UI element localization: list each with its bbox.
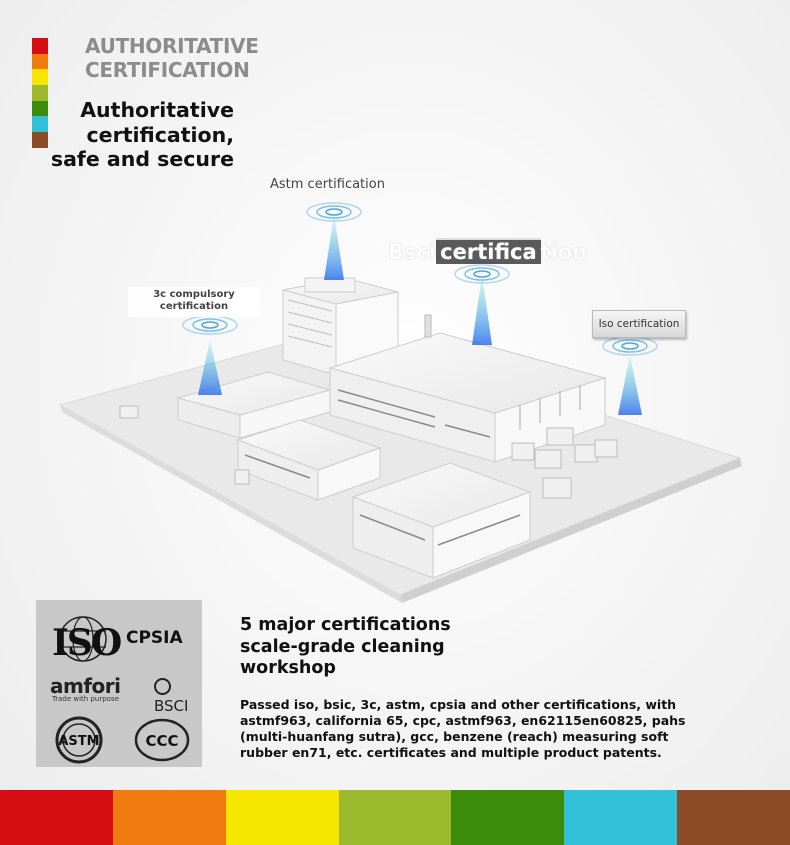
section-title-line1: AUTHORITATIVE xyxy=(85,34,259,58)
bsci-logo: BSCI xyxy=(154,678,202,715)
ccc-logo-text: CCC xyxy=(145,732,178,750)
color-strip xyxy=(32,38,48,148)
info-description: Passed iso, bsic, 3c, astm, cpsia and ot… xyxy=(240,697,686,760)
color-swatch-cyan xyxy=(32,116,48,133)
section-subtitle: Authoritative certification, safe and se… xyxy=(0,98,234,172)
iso-logo: ISO xyxy=(52,622,122,664)
bottom-swatch-yellow xyxy=(225,790,339,845)
color-swatch-red xyxy=(32,38,48,54)
color-swatch-brown xyxy=(32,132,48,148)
info-title: 5 major certifications scale-grade clean… xyxy=(240,615,451,680)
3c-tag-line1: 3c compulsory xyxy=(153,289,235,300)
amfori-tagline: Trade with purpose xyxy=(52,695,119,703)
subtitle-line2: certification, xyxy=(86,122,234,147)
color-swatch-orange xyxy=(32,53,48,70)
signal-rings xyxy=(182,202,658,356)
bottom-swatch-cyan xyxy=(564,790,678,845)
bottom-swatch-green xyxy=(451,790,565,845)
astm-logo: ASTM xyxy=(55,716,103,764)
bottom-swatch-brown xyxy=(677,790,790,845)
astm-certification-tag: Astm certification xyxy=(270,177,385,192)
info-title-line3: workshop xyxy=(240,658,336,678)
section-title: AUTHORITATIVE CERTIFICATION xyxy=(85,34,259,82)
amfori-logo: amfori xyxy=(50,674,121,698)
ccc-logo: CCC xyxy=(134,718,190,762)
color-swatch-yellow xyxy=(32,69,48,86)
astm-logo-text: ASTM xyxy=(58,734,99,749)
bsci-tag-part2: certifica xyxy=(436,238,541,264)
color-swatch-lime xyxy=(32,85,48,101)
bsci-tag-part1: Bsci xyxy=(388,240,437,264)
bsci-logo-text: BSCI xyxy=(154,697,189,715)
bottom-swatch-orange xyxy=(112,790,226,845)
color-swatch-green xyxy=(32,100,48,117)
iso-certification-tag: Iso certification xyxy=(592,310,686,338)
iso-globe-icon xyxy=(59,616,107,662)
signal-beams xyxy=(198,215,642,415)
workshop-front xyxy=(351,462,532,579)
bottom-swatch-lime xyxy=(338,790,452,845)
bottom-swatch-red xyxy=(0,790,113,845)
section-title-line2: CERTIFICATION xyxy=(85,58,250,82)
certification-logos: ISO CPSIA amfori Trade with purpose BSCI… xyxy=(36,600,202,767)
info-title-line1: 5 major certifications xyxy=(240,615,451,635)
workshop-middle xyxy=(236,419,382,501)
subtitle-line1: Authoritative xyxy=(80,98,234,122)
3c-certification-tag: 3c compulsory certification xyxy=(128,287,260,317)
subtitle-line3: safe and secure xyxy=(50,147,234,171)
main-factory xyxy=(328,314,607,463)
bsci-tag-part3: tion xyxy=(540,240,588,264)
3c-tag-line2: certification xyxy=(159,301,229,312)
info-title-line2: scale-grade cleaning xyxy=(240,636,445,657)
bottom-color-bar xyxy=(0,790,790,845)
containers xyxy=(119,405,618,499)
cpsia-logo: CPSIA xyxy=(126,628,183,648)
bsci-ring-icon xyxy=(154,678,171,695)
